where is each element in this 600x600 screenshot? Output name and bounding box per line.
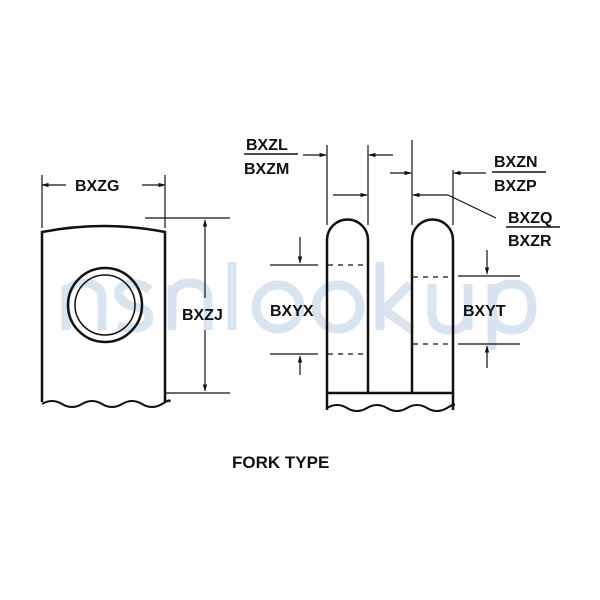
- label-bxzj: BXZJ: [182, 307, 223, 324]
- label-bxzq: BXZQ: [508, 210, 552, 227]
- label-bxzg: BXZG: [75, 178, 119, 195]
- watermark-logo: [61, 262, 537, 350]
- label-bxyt: BXYT: [463, 303, 506, 320]
- label-bxzm: BXZM: [244, 161, 289, 178]
- label-bxzn: BXZN: [494, 154, 538, 171]
- fork-view: [325, 218, 456, 412]
- label-bxyx: BXYX: [270, 303, 314, 320]
- side-view-block: [40, 224, 171, 408]
- label-bxzr: BXZR: [508, 233, 552, 250]
- diagram-title: FORK TYPE: [232, 453, 329, 472]
- label-bxzl: BXZL: [246, 137, 288, 154]
- label-bxzp: BXZP: [494, 178, 537, 195]
